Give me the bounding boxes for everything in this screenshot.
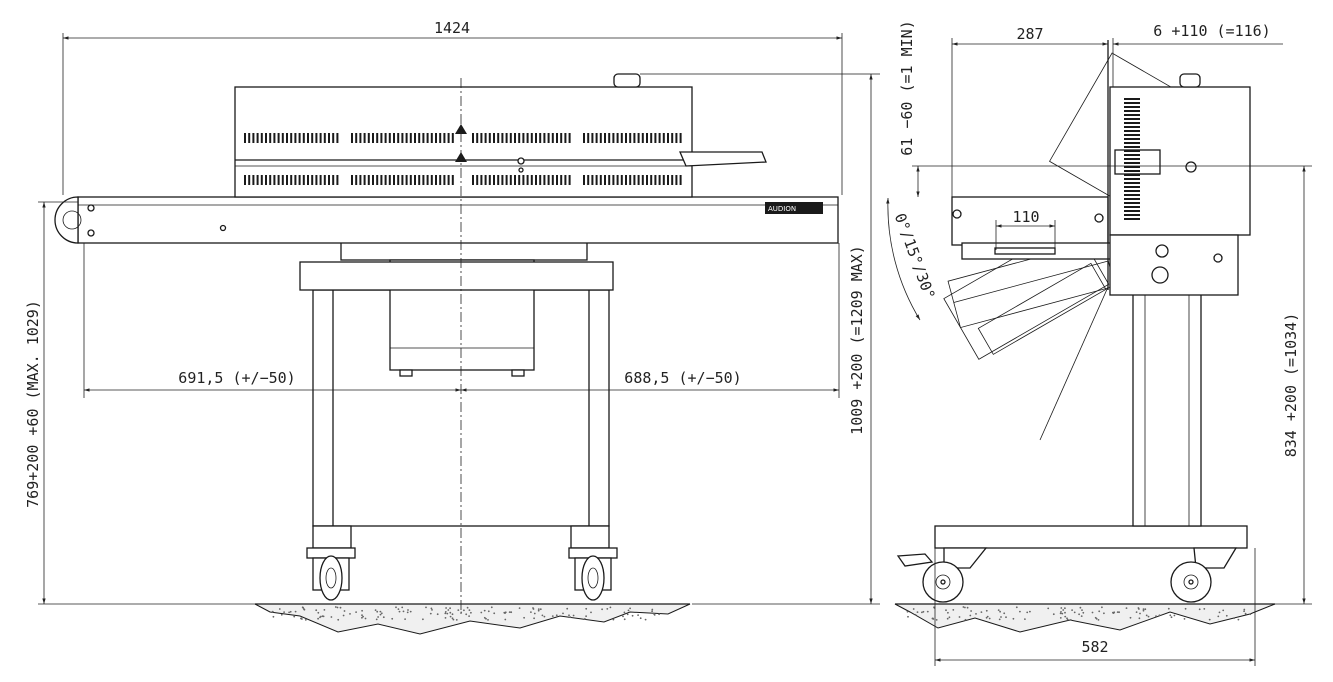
side-ground <box>894 603 1276 633</box>
dim-side-height: 834 +200 (=1034) <box>1160 165 1312 605</box>
side-view: 110 0°/15°/30° 28 <box>886 20 1312 666</box>
dim-head-min: 61 −60 (=1 MIN) <box>898 20 1160 197</box>
side-ground-texture <box>906 606 1252 621</box>
dim-tilt-angle-label: 0°/15°/30° <box>891 211 939 302</box>
brand-plate-text: AUDION <box>768 205 796 213</box>
vent-slots <box>244 133 682 185</box>
dim-head-shift-label: 6 +110 (=116) <box>1153 22 1270 40</box>
front-sealing-head <box>234 73 880 198</box>
dim-right-offset-label: 688,5 (+/−50) <box>624 369 741 387</box>
dim-head-depth: 287 6 +110 (=116) <box>951 22 1283 197</box>
side-conveyor: 110 <box>951 196 1113 260</box>
front-conveyor: AUDION <box>54 196 839 244</box>
side-caster-left <box>896 547 988 603</box>
dim-head-min-label: 61 −60 (=1 MIN) <box>898 20 916 155</box>
front-view: AUDION 1424 <box>24 19 880 635</box>
dim-side-height-label: 834 +200 (=1034) <box>1282 313 1300 458</box>
dim-stroke-label: 110 <box>1012 208 1039 226</box>
dim-top-height-label: 1009 +200 (=1209 MAX) <box>848 245 866 435</box>
dim-base-width: 582 <box>934 548 1256 666</box>
front-caster-left <box>306 547 356 601</box>
dim-offsets: 691,5 (+/−50) 688,5 (+/−50) <box>83 243 840 398</box>
front-gearbox <box>299 241 614 377</box>
side-caster-right <box>1170 547 1238 603</box>
dim-head-depth-label: 287 <box>1016 25 1043 43</box>
front-ground <box>254 603 691 635</box>
side-stand <box>934 289 1248 549</box>
front-caster-right <box>568 547 618 601</box>
side-tilt-ghost-15 <box>947 239 1116 329</box>
side-sealing-head <box>1109 73 1251 296</box>
dim-overall-width-label: 1424 <box>434 19 470 37</box>
dim-conveyor-height: 769+200 +60 (MAX. 1029) <box>24 201 255 605</box>
dim-overall-width: 1424 <box>62 19 843 195</box>
brand-plate <box>765 202 823 214</box>
dim-conveyor-height-label: 769+200 +60 (MAX. 1029) <box>24 300 42 508</box>
front-ground-texture <box>271 606 660 621</box>
side-vent-slots <box>1124 98 1140 220</box>
dim-tilt-angle: 0°/15°/30° <box>886 197 939 321</box>
dim-left-offset-label: 691,5 (+/−50) <box>178 369 295 387</box>
dim-top-height: 1009 +200 (=1209 MAX) <box>692 74 880 605</box>
dim-base-width-label: 582 <box>1081 638 1108 656</box>
